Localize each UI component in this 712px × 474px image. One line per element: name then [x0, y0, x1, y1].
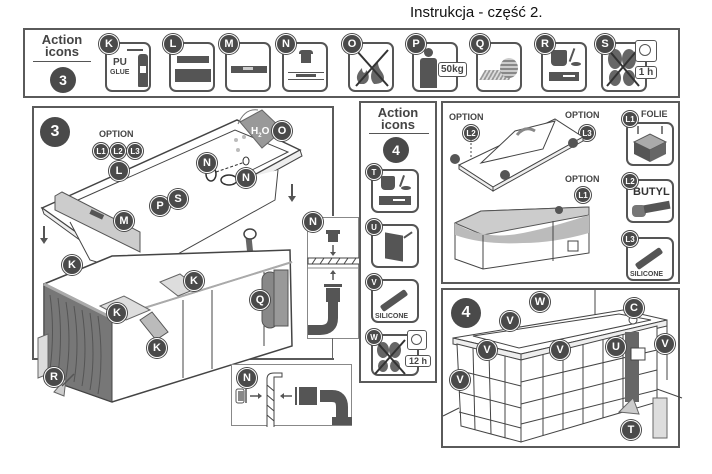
- label-c: C: [624, 298, 644, 318]
- duration-label-12h: 12 h: [405, 355, 431, 367]
- clock-icon-12h: [407, 330, 427, 350]
- step-badge-4: 4: [383, 137, 409, 163]
- step-4-panel: 4: [441, 288, 683, 448]
- label-v-front-left: V: [477, 340, 497, 360]
- silicone-icon: SILICONE: [626, 237, 674, 281]
- water-label: H2O: [251, 126, 270, 139]
- label-r: R: [44, 367, 64, 387]
- icon-letter-u: U: [366, 219, 382, 235]
- weight-load-icon: 50kg: [412, 42, 467, 92]
- icon-letter-l: L: [163, 34, 183, 54]
- drain-detail-inset: [307, 217, 361, 339]
- heading-divider-4: [369, 133, 429, 134]
- inset-label-n-wall: N: [237, 368, 257, 388]
- tape-roll-icon: [632, 205, 646, 217]
- action-icons-bar-3: Action icons 3 PU GLUE K L M N: [23, 28, 680, 98]
- action-icons-heading-4: Action icons: [377, 105, 419, 132]
- label-k-4: K: [147, 338, 167, 358]
- folie-icon: [626, 122, 674, 166]
- footprints-crossed-icon: [374, 339, 406, 375]
- option-label-l1: OPTION: [565, 174, 600, 184]
- label-u: U: [606, 337, 626, 357]
- option-label-l2: OPTION: [449, 112, 484, 122]
- membrane-box-icon: [632, 126, 668, 162]
- page-title: Instrukcja - część 2.: [410, 4, 543, 21]
- icon-letter-o: O: [342, 34, 362, 54]
- duration-label: 1 h: [635, 66, 657, 79]
- label-l: L: [109, 161, 129, 181]
- option-badge-l3: L3: [127, 143, 143, 159]
- person-icon: [424, 48, 433, 57]
- step-badge-3: 3: [40, 117, 70, 147]
- label-t: T: [621, 420, 641, 440]
- action-icons-heading: Action icons: [41, 32, 83, 59]
- tiled-bathtub-drawing: [442, 290, 683, 443]
- footprints-crossed-icon: [606, 47, 640, 87]
- label-o: O: [272, 121, 292, 141]
- icon-letter-r: R: [535, 34, 555, 54]
- option-badge-l1: L1: [575, 187, 591, 203]
- folie-caption: FOLIE: [641, 109, 668, 119]
- label-p: P: [150, 196, 170, 216]
- tub-sealing-drawing: [450, 118, 590, 270]
- label-v-right: V: [655, 334, 675, 354]
- icon-letter-w: W: [366, 329, 382, 345]
- action-icons-bar-4: Action icons 4 T U SILICONE V 12: [359, 101, 437, 383]
- clock-icon: [635, 40, 657, 62]
- icon-letter-s: S: [595, 34, 615, 54]
- sealing-options-panel: OPTION OPTION OPTION L2 L3 L1 FOLIE: [441, 101, 680, 284]
- step-badge: 3: [50, 67, 76, 93]
- no-fire-icon: [348, 42, 394, 92]
- flame-crossed-icon: [355, 49, 389, 87]
- drain-detail-drawing: [307, 230, 361, 335]
- label-s: S: [168, 189, 188, 209]
- option-label: OPTION: [99, 129, 134, 139]
- label-k-2: K: [184, 271, 204, 291]
- side-badge-l2: L2: [622, 173, 638, 189]
- step-badge-4-panel: 4: [451, 298, 481, 328]
- label-q: Q: [250, 290, 270, 310]
- heading-divider: [33, 61, 91, 62]
- side-badge-l3: L3: [622, 231, 638, 247]
- butyl-icon: BUTYL: [626, 179, 674, 223]
- icon-letter-t: T: [366, 164, 382, 180]
- option-label-l3: OPTION: [565, 110, 600, 120]
- icon-letter-m: M: [219, 34, 239, 54]
- bucket-icon: [551, 50, 567, 66]
- icon-letter-k: K: [99, 34, 119, 54]
- label-v-left: V: [450, 370, 470, 390]
- tile-adhesive-icon: [371, 169, 419, 213]
- side-badge-l1: L1: [622, 111, 638, 127]
- option-badge-l1: L1: [93, 143, 109, 159]
- wall-drain-drawing: [235, 372, 352, 427]
- label-w: W: [530, 292, 550, 312]
- label-n-overflow: N: [197, 153, 217, 173]
- icon-letter-p: P: [406, 34, 426, 54]
- label-k-3: K: [107, 303, 127, 323]
- icon-letter-q: Q: [470, 34, 490, 54]
- label-v-front-mid: V: [550, 340, 570, 360]
- option-badge-l2: L2: [463, 125, 479, 141]
- icon-letter-v: V: [366, 274, 382, 290]
- inset-label-n: N: [303, 212, 323, 232]
- option-badge-l2: L2: [110, 143, 126, 159]
- label-k-1: K: [62, 255, 82, 275]
- label-n-drain: N: [236, 168, 256, 188]
- icon-letter-n: N: [276, 34, 296, 54]
- label-m: M: [114, 211, 134, 231]
- tub-seal-icon: [169, 42, 215, 92]
- label-v-rim: V: [500, 311, 520, 331]
- drain-icon: [282, 42, 328, 92]
